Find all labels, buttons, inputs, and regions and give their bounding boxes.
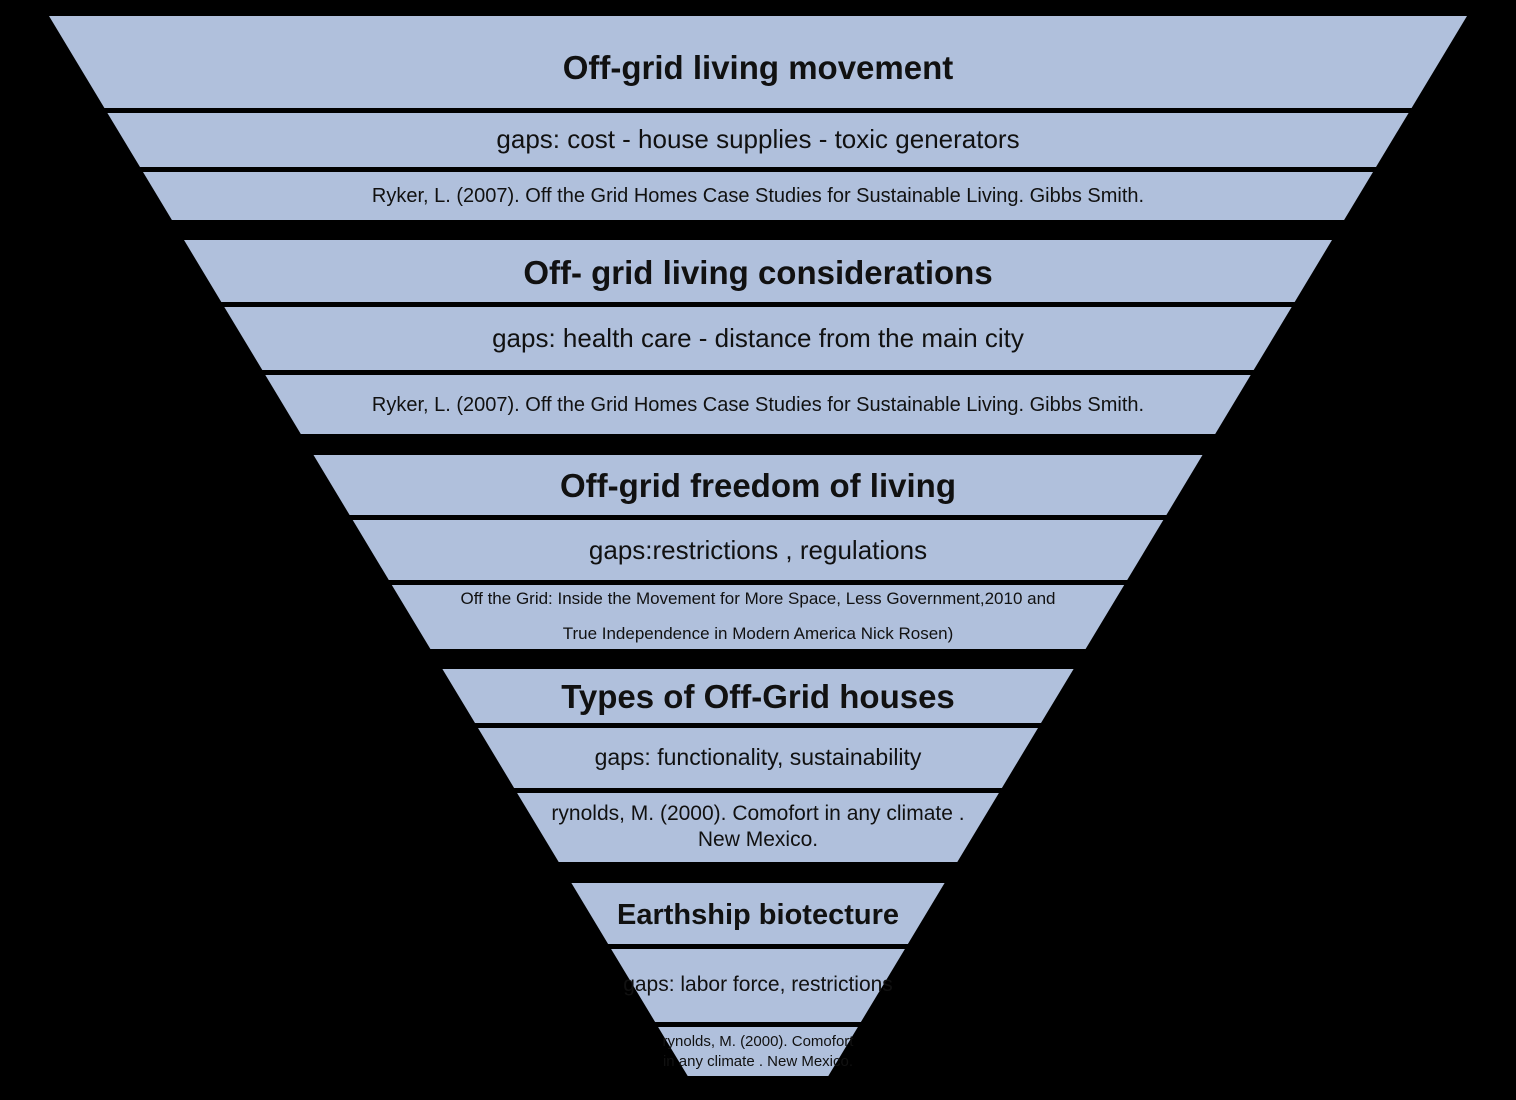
- section-5-gaps-band: [611, 949, 905, 1022]
- section-5-gaps: gaps: labor force, restrictions: [623, 973, 893, 996]
- section-1-reference: Ryker, L. (2007). Off the Grid Homes Cas…: [371, 184, 1145, 207]
- section-4-reference-band: [517, 793, 999, 862]
- section-3-title: Off-grid freedom of living: [560, 467, 956, 504]
- section-2-title-band: [184, 240, 1332, 302]
- section-1-reference-band: [143, 172, 1373, 220]
- section-5-title: Earthship biotecture: [617, 898, 899, 931]
- section-4-gaps: gaps: functionality, sustainability: [594, 743, 922, 770]
- section-1-title: Off-grid living movement: [562, 49, 954, 86]
- section-1-title-band: [49, 16, 1467, 108]
- section-4-gaps-band: [478, 728, 1038, 788]
- section-4-title: Types of Off-Grid houses: [561, 678, 955, 715]
- section-5-reference-band: [658, 1027, 858, 1076]
- section-2-gaps: gaps: health care - distance from the ma…: [492, 322, 1024, 353]
- section-2-reference-band: [265, 375, 1251, 434]
- section-3-gaps: gaps:restrictions , regulations: [588, 534, 928, 565]
- section-2-reference: Ryker, L. (2007). Off the Grid Homes Cas…: [371, 393, 1145, 416]
- section-4-title-band: [442, 669, 1074, 723]
- section-3-reference-band: [391, 585, 1125, 649]
- section-3-title-band: [313, 455, 1203, 515]
- section-4-reference: rynolds, M. (2000). Comofort in any clim…: [551, 802, 965, 851]
- section-1-gaps: gaps: cost - house supplies - toxic gene…: [496, 123, 1020, 154]
- section-3-gaps-band: [352, 520, 1164, 580]
- section-5-reference: rynolds, M. (2000). Comofort in any clim…: [662, 1033, 854, 1070]
- section-1-gaps-band: [107, 113, 1409, 167]
- section-2-gaps-band: [224, 307, 1292, 370]
- section-3-reference: Off the Grid: Inside the Movement for Mo…: [460, 589, 1056, 643]
- section-2-title: Off- grid living considerations: [523, 254, 993, 291]
- section-5-title-band: [571, 883, 945, 944]
